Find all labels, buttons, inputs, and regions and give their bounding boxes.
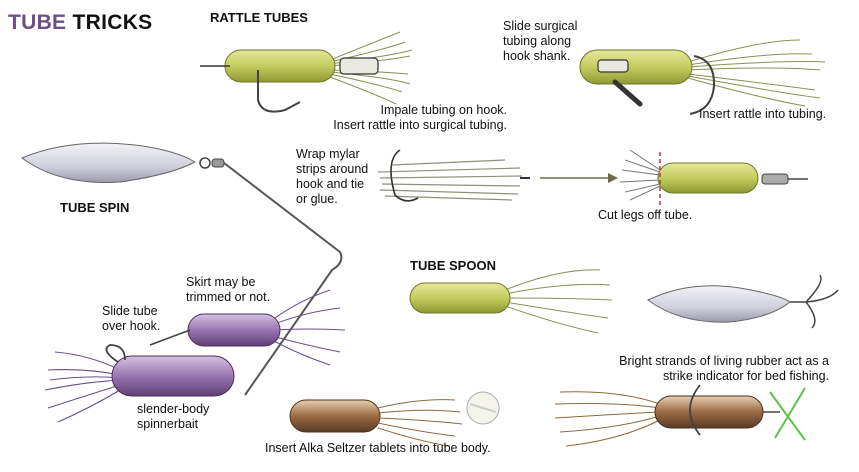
tube-spoon-green xyxy=(409,269,613,334)
purple-tube-short xyxy=(149,289,346,366)
caption-slide-tube: Slide tube over hook. xyxy=(102,304,161,333)
title-part-2: TRICKS xyxy=(72,11,153,34)
caption-bright-strands: Bright strands of living rubber act as a… xyxy=(619,354,829,383)
title-part-1: TUBE xyxy=(8,11,67,34)
caption-wrap-mylar: Wrap mylar strips around hook and tie or… xyxy=(296,147,369,206)
heading-tube-spin: TUBE SPIN xyxy=(60,200,130,215)
bright-strands-tube xyxy=(554,384,806,447)
caption-insert-rattle: Insert rattle into tubing. xyxy=(699,107,827,121)
caption-skirt: Skirt may be trimmed or not. xyxy=(186,275,271,304)
heading-rattle-tubes: RATTLE TUBES xyxy=(210,10,308,25)
purple-tube-long xyxy=(44,344,235,423)
caption-slide-surgical: Slide surgical tubing along hook shank. xyxy=(503,19,578,63)
heading-tube-spoon: TUBE SPOON xyxy=(410,258,496,273)
tube-spoon-silver xyxy=(647,274,839,329)
alka-seltzer-tube xyxy=(289,391,500,447)
caption-slender-body: slender-body spinnerbait xyxy=(137,402,210,431)
rattle-tube-2 xyxy=(579,39,826,115)
mylar-wrapped-hook xyxy=(377,149,618,202)
caption-alka-seltzer: Insert Alka Seltzer tablets into tube bo… xyxy=(265,441,491,455)
cut-legs-tube xyxy=(619,149,808,205)
tube-spin-blade xyxy=(20,142,343,396)
page-title: TUBE TRICKS xyxy=(8,11,152,35)
caption-impale: Impale tubing on hook. Insert rattle int… xyxy=(333,103,507,132)
caption-cut-legs: Cut legs off tube. xyxy=(598,208,693,222)
rattle-tube-1 xyxy=(200,31,413,113)
